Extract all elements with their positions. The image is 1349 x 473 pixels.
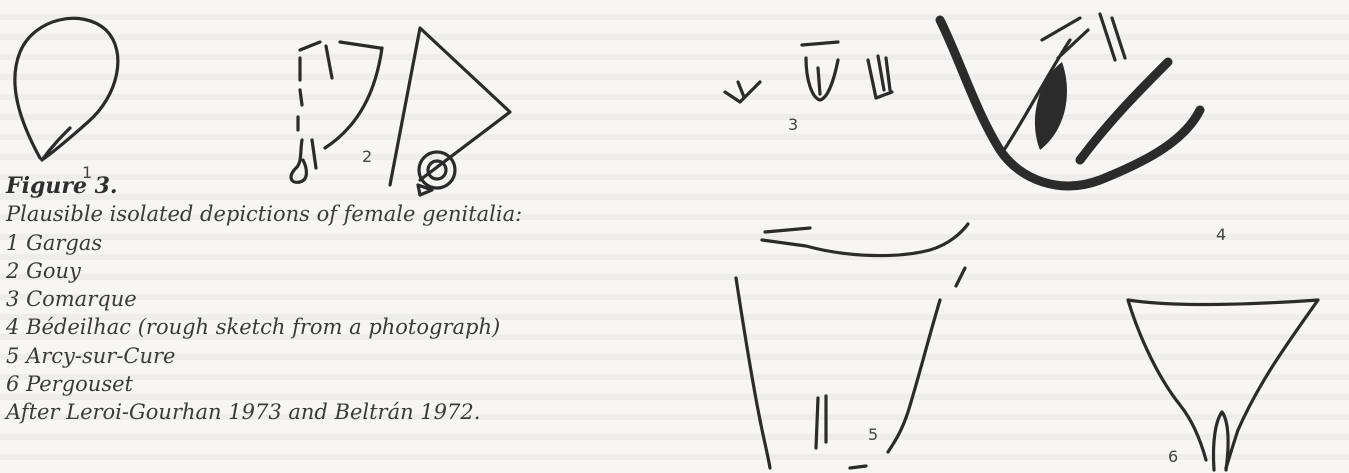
caption-item-2: 2 Gouy	[6, 257, 666, 285]
figure-title: Plausible isolated depictions of female …	[6, 200, 666, 228]
caption-item-number: 3	[6, 287, 19, 311]
figure-label: Figure 3.	[6, 172, 666, 200]
caption-item-number: 5	[6, 344, 19, 368]
caption-item-site: Gargas	[26, 231, 102, 255]
figure-caption: Figure 3. Plausible isolated depictions …	[6, 172, 666, 427]
caption-item-number: 1	[6, 231, 19, 255]
drawing-2-gouy: 2	[291, 28, 510, 195]
drawing-4-number: 4	[1216, 225, 1226, 244]
caption-item-number: 6	[6, 372, 19, 396]
drawing-3-comarque: 3	[725, 42, 892, 134]
drawing-2-number: 2	[362, 147, 372, 166]
figure-source: After Leroi-Gourhan 1973 and Beltrán 197…	[6, 398, 666, 426]
caption-item-site: Arcy-sur-Cure	[26, 344, 175, 368]
drawing-5-arcy-sur-cure: 5	[736, 224, 968, 468]
caption-item-1: 1 Gargas	[6, 229, 666, 257]
caption-item-6: 6 Pergouset	[6, 370, 666, 398]
caption-item-number: 2	[6, 259, 19, 283]
drawing-1-gargas: 1	[15, 18, 118, 182]
caption-item-4: 4 Bédeilhac (rough sketch from a photogr…	[6, 313, 666, 341]
drawing-6-number: 6	[1168, 447, 1178, 466]
caption-item-site: Pergouset	[26, 372, 133, 396]
drawing-4-bedeilhac: 4	[940, 14, 1226, 244]
caption-item-site: Bédeilhac (rough sketch from a photograp…	[26, 315, 500, 339]
drawing-6-pergouset: 6	[1128, 300, 1318, 470]
drawing-5-number: 5	[868, 425, 878, 444]
caption-item-3: 3 Comarque	[6, 285, 666, 313]
caption-item-site: Gouy	[26, 259, 81, 283]
caption-item-number: 4	[6, 315, 19, 339]
caption-item-site: Comarque	[26, 287, 137, 311]
drawing-3-number: 3	[788, 115, 798, 134]
caption-item-5: 5 Arcy-sur-Cure	[6, 342, 666, 370]
